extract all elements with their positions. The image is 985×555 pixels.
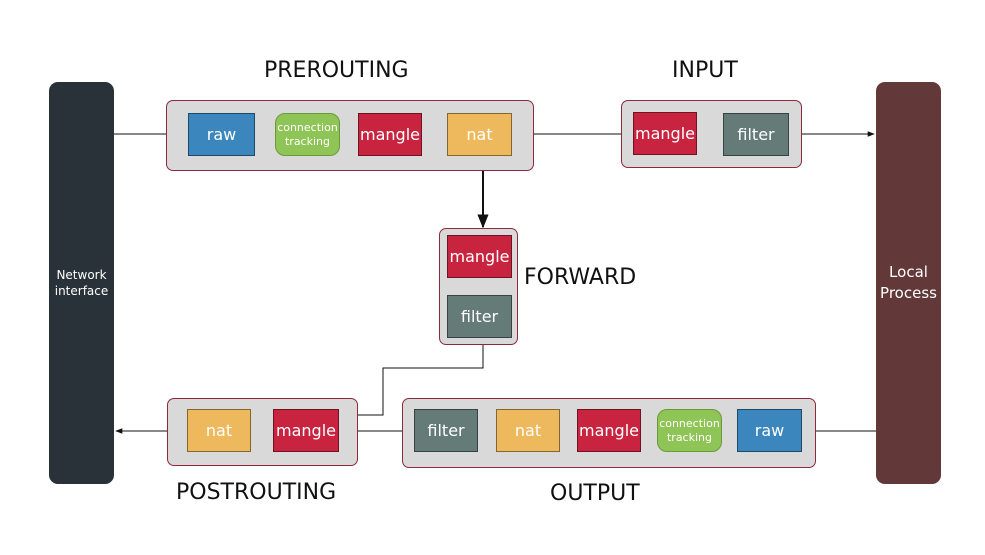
prerouting-label: PREROUTING <box>264 58 409 83</box>
local-process-label: Local Process <box>880 263 937 302</box>
arrow-forward-to-postrouting <box>339 340 484 418</box>
prerouting-mangle-table: mangle <box>358 113 422 156</box>
prerouting-nat-label: nat <box>466 125 493 144</box>
input-filter-table: filter <box>723 113 789 156</box>
input-mangle-label: mangle <box>635 124 695 143</box>
output-mangle-table: mangle <box>577 409 641 452</box>
postrouting-nat-label: nat <box>205 421 233 440</box>
output-mangle-label: mangle <box>579 421 639 440</box>
output-filter-table: filter <box>414 409 478 452</box>
prerouting-raw-label: raw <box>206 125 237 144</box>
local-process: Local Process <box>876 82 941 484</box>
forward-mangle-table: mangle <box>447 235 512 278</box>
forward-filter-table: filter <box>447 295 512 338</box>
output-conntrack-table: connection tracking <box>657 409 722 452</box>
network-interface: Network interface <box>49 82 114 484</box>
prerouting-conntrack-table: connection tracking <box>275 113 340 156</box>
forward-mangle-label: mangle <box>449 247 510 266</box>
prerouting-conntrack-label: connection tracking <box>277 120 338 148</box>
output-nat-table: nat <box>496 409 560 452</box>
input-mangle-table: mangle <box>633 112 697 155</box>
output-filter-label: filter <box>427 421 465 440</box>
postrouting-mangle-label: mangle <box>276 421 336 440</box>
prerouting-nat-table: nat <box>447 113 512 156</box>
postrouting-mangle-table: mangle <box>273 409 339 452</box>
postrouting-label: POSTROUTING <box>176 480 337 505</box>
prerouting-raw-table: raw <box>188 113 255 156</box>
output-raw-label: raw <box>754 421 785 440</box>
network-interface-label: Network interface <box>54 268 109 298</box>
postrouting-nat-table: nat <box>187 409 251 452</box>
input-filter-label: filter <box>737 125 775 144</box>
output-raw-table: raw <box>737 409 802 452</box>
forward-label: FORWARD <box>524 265 637 290</box>
output-nat-label: nat <box>514 421 542 440</box>
prerouting-mangle-label: mangle <box>360 125 420 144</box>
output-conntrack-label: connection tracking <box>659 416 720 444</box>
output-label: OUTPUT <box>550 481 640 506</box>
forward-filter-label: filter <box>460 307 499 326</box>
input-label: INPUT <box>672 58 738 83</box>
